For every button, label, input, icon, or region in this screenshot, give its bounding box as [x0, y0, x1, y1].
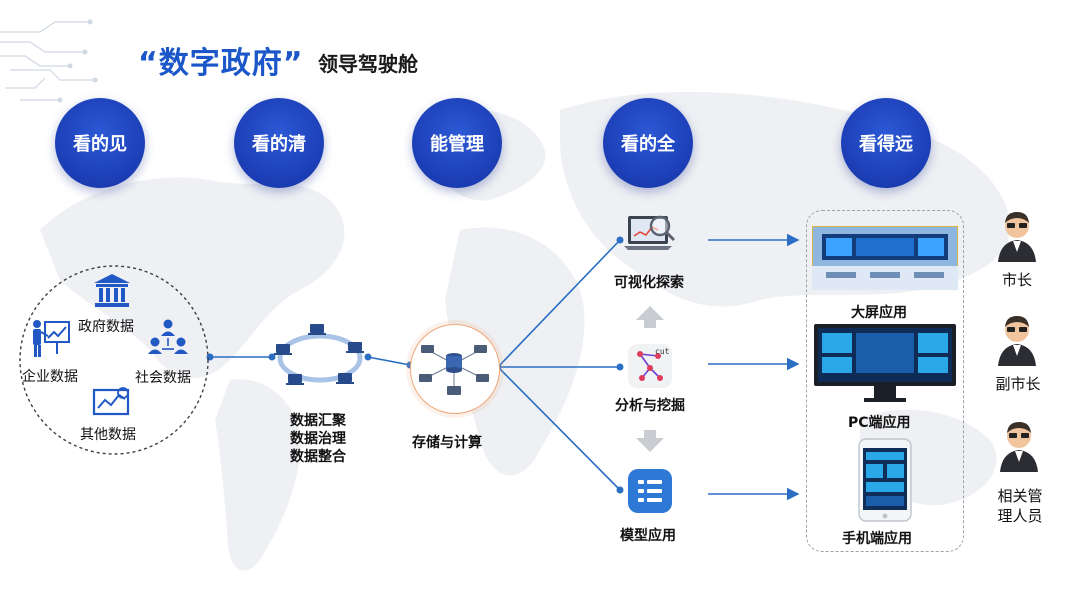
- source-social-label: 社会数据: [135, 370, 191, 386]
- app-pc-label: PC端应用: [848, 415, 911, 431]
- government-building-icon: [94, 274, 130, 307]
- businessman-icon: [998, 316, 1036, 366]
- connector-aggregation-to-storage: [367, 356, 411, 366]
- pc-monitor-icon: [814, 324, 956, 402]
- pillar-manage: 能管理: [412, 98, 502, 188]
- connector-storage-to-model: [497, 366, 621, 491]
- pillar-visible: 看的见: [55, 98, 145, 188]
- analysis-visual-label: 可视化探索: [614, 275, 684, 291]
- down-arrow-icon: [636, 430, 664, 452]
- user-staff-line-1: 相关管: [997, 487, 1043, 505]
- user-staff-line-2: 理人员: [997, 507, 1043, 525]
- pillar-complete: 看的全: [603, 98, 693, 188]
- page-subtitle: 领导驾驶舱: [318, 52, 418, 76]
- control-room-image: [812, 226, 958, 290]
- aggregation-labels: 数据汇聚 数据治理 数据整合: [278, 412, 358, 466]
- pillar-clear: 看的清: [234, 98, 324, 188]
- aggregation-line-3: 数据整合: [290, 449, 346, 465]
- graph-cut-icon: cut: [637, 347, 670, 381]
- source-government-label: 政府数据: [78, 319, 134, 335]
- user-staff-label: 相关管 理人员: [988, 486, 1052, 526]
- aggregation-line-2: 数据治理: [290, 431, 346, 447]
- people-network-icon: [148, 319, 188, 354]
- model-app-icon: [628, 469, 672, 513]
- data-sources-circle: [19, 265, 209, 455]
- page-title: “数字政府”: [138, 46, 304, 81]
- app-big-screen-label: 大屏应用: [851, 305, 907, 321]
- analysis-model-label: 模型应用: [620, 528, 676, 544]
- source-enterprise-label: 企业数据: [22, 369, 78, 385]
- map-chart-icon: [92, 387, 130, 416]
- aggregation-line-1: 数据汇聚: [290, 413, 346, 429]
- mobile-phone-icon: [858, 438, 912, 522]
- analysis-mining-label: 分析与挖掘: [615, 398, 685, 414]
- pillar-far-sight: 看得远: [841, 98, 931, 188]
- source-other-label: 其他数据: [80, 427, 136, 443]
- user-mayor-label: 市长: [1001, 271, 1032, 289]
- businessman-icon: [1000, 422, 1038, 472]
- app-mobile-label: 手机端应用: [842, 531, 912, 547]
- presentation-icon: [33, 320, 70, 357]
- cut-text: cut: [655, 347, 670, 356]
- businessman-icon: [998, 212, 1036, 262]
- laptop-ring-icon: [274, 324, 364, 385]
- up-arrow-icon: [636, 306, 664, 328]
- laptop-magnifier-icon: [624, 215, 676, 250]
- user-vice-mayor-label: 副市长: [995, 375, 1041, 393]
- server-cluster-icon: [419, 345, 489, 395]
- storage-label: 存储与计算: [412, 435, 482, 451]
- applications-panel: [806, 210, 964, 552]
- connector-storage-to-visual: [497, 239, 621, 368]
